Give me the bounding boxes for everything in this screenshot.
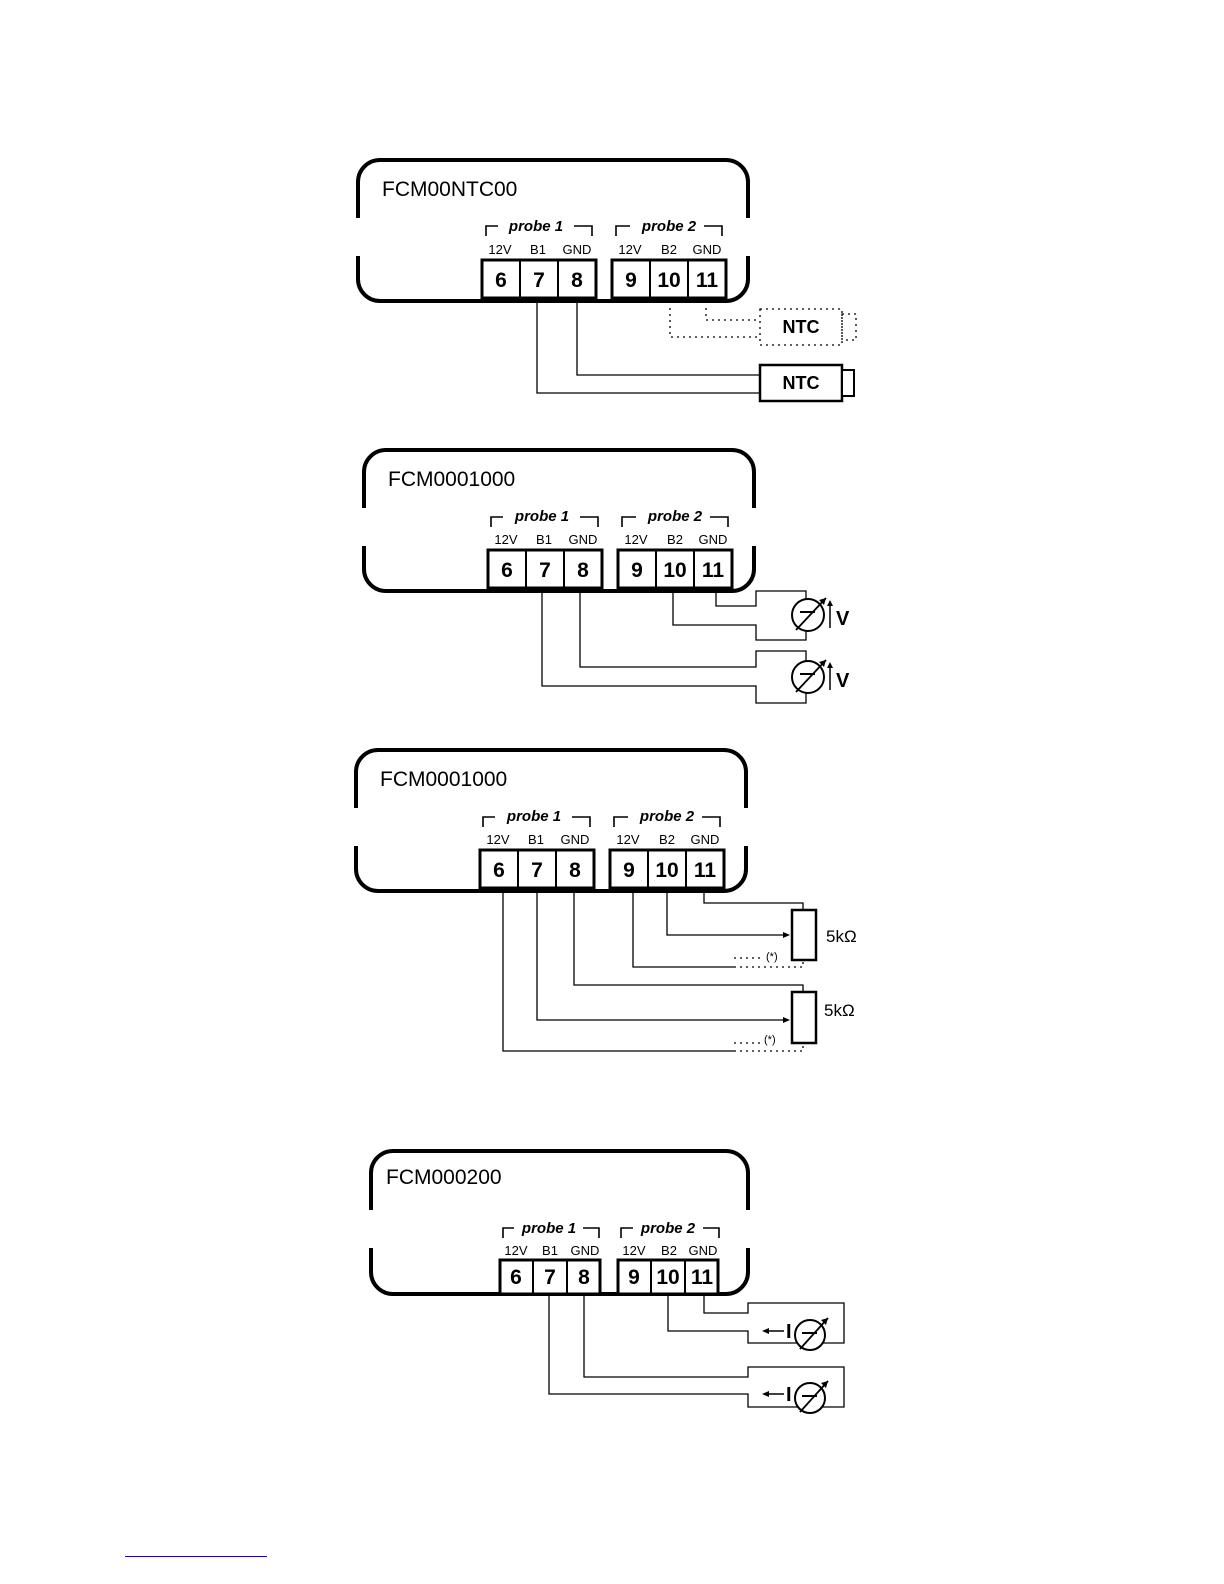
current-label: I [786,1384,792,1406]
model-name: FCM0001000 [388,468,515,491]
pin-label: GND [571,1243,600,1258]
terminal-block-probe-2: 9 10 11 [618,550,732,588]
pin-labels: 12V B1 GND 12V B2 GND [504,1243,717,1258]
pin-labels: 12V B1 GND 12V B2 GND [494,532,727,547]
terminal-block-probe-2: 9 10 11 [610,850,724,888]
terminal-number: 6 [495,269,507,292]
pin-label: 12V [622,1243,645,1258]
pin-label: GND [561,832,590,847]
pin-label: 12V [488,242,511,257]
probe-1-label: probe 1 [514,508,569,525]
pin-label: 12V [504,1243,527,1258]
terminal-number: 11 [691,1266,714,1289]
terminal-number: 6 [501,559,513,582]
pin-label: 12V [486,832,509,847]
pin-label: GND [693,242,722,257]
terminal-number: 9 [628,1266,640,1289]
ntc-probe-optional: NTC [670,308,856,345]
terminal-number: 6 [493,859,505,882]
potentiometer-probe-2: (*) 5kΩ [633,888,857,967]
terminal-block-probe-1: 6 7 8 [482,260,596,298]
terminal-block-probe-1: 6 7 8 [488,550,602,588]
terminal-number: 9 [625,269,637,292]
terminal-number: 10 [663,559,686,582]
diagram-fcm000200: FCM000200 probe 1 probe 2 12V B1 GND 12V… [363,1151,844,1413]
pin-label: GND [699,532,728,547]
diagram-fcm0001000-voltage: FCM0001000 probe 1 probe 2 12V B1 GND 12… [356,450,850,703]
ntc-label: NTC [783,317,820,337]
probe-2-label: probe 2 [641,218,697,235]
voltage-sensor-probe-2: V [673,588,850,640]
pin-label: B2 [661,242,677,257]
pin-labels: 12V B1 GND 12V B2 GND [486,832,719,847]
terminal-number: 10 [655,859,678,882]
terminal-number: 8 [569,859,581,882]
ntc-label: NTC [783,373,820,393]
footnote-mark: (*) [764,1034,776,1046]
footnote-rule [125,1556,267,1557]
pin-label: B1 [528,832,544,847]
pin-label: 12V [624,532,647,547]
terminal-number: 7 [539,559,551,582]
resistor-label: 5kΩ [826,927,857,946]
probe-1-label: probe 1 [521,1220,576,1237]
pin-label: GND [563,242,592,257]
pin-label: B2 [661,1243,677,1258]
voltage-label: V [836,670,850,692]
probe-2-label: probe 2 [639,808,695,825]
terminal-number: 9 [623,859,635,882]
pin-label: 12V [618,242,641,257]
pin-label: B1 [536,532,552,547]
pin-label: B1 [542,1243,558,1258]
terminal-block-probe-2: 9 10 11 [618,1260,718,1294]
terminal-number: 8 [577,559,589,582]
terminal-number: 7 [531,859,543,882]
current-sensor-probe-2: I [668,1294,844,1350]
footnote-mark: (*) [766,951,778,963]
pin-label: 12V [616,832,639,847]
model-name: FCM0001000 [380,768,507,791]
probe-2-label: probe 2 [640,1220,696,1237]
terminal-number: 7 [544,1266,556,1289]
terminal-block-probe-1: 6 7 8 [500,1260,600,1294]
diagram-fcm00ntc00: FCM00NTC00 probe 1 probe 2 12V B1 GND 12… [350,160,856,401]
terminal-number: 11 [694,859,717,882]
terminal-number: 8 [571,269,583,292]
pin-label: GND [691,832,720,847]
terminal-block-probe-1: 6 7 8 [480,850,594,888]
model-name: FCM000200 [386,1166,502,1189]
terminal-number: 9 [631,559,643,582]
probe-2-label: probe 2 [647,508,703,525]
ntc-probe: NTC [537,298,854,401]
terminal-block-probe-2: 9 10 11 [612,260,726,298]
terminal-number: 11 [702,559,725,582]
terminal-number: 10 [657,269,680,292]
diagram-fcm0001000-potentiometer: FCM0001000 probe 1 probe 2 12V B1 GND 12… [348,750,857,1051]
pin-labels: 12V B1 GND 12V B2 GND [488,242,721,257]
pin-label: 12V [494,532,517,547]
terminal-number: 11 [696,269,719,292]
pin-label: B1 [530,242,546,257]
current-sensor-probe-1: I [549,1294,844,1413]
probe-1-label: probe 1 [508,218,563,235]
pin-label: B2 [659,832,675,847]
pin-label: GND [569,532,598,547]
terminal-number: 10 [656,1266,679,1289]
pin-label: GND [689,1243,718,1258]
terminal-number: 6 [510,1266,522,1289]
pin-label: B2 [667,532,683,547]
model-name: FCM00NTC00 [382,178,517,201]
voltage-label: V [836,608,850,630]
terminal-number: 8 [578,1266,590,1289]
current-label: I [786,1321,792,1343]
terminal-number: 7 [533,269,545,292]
probe-1-label: probe 1 [506,808,561,825]
resistor-label: 5kΩ [824,1001,855,1020]
